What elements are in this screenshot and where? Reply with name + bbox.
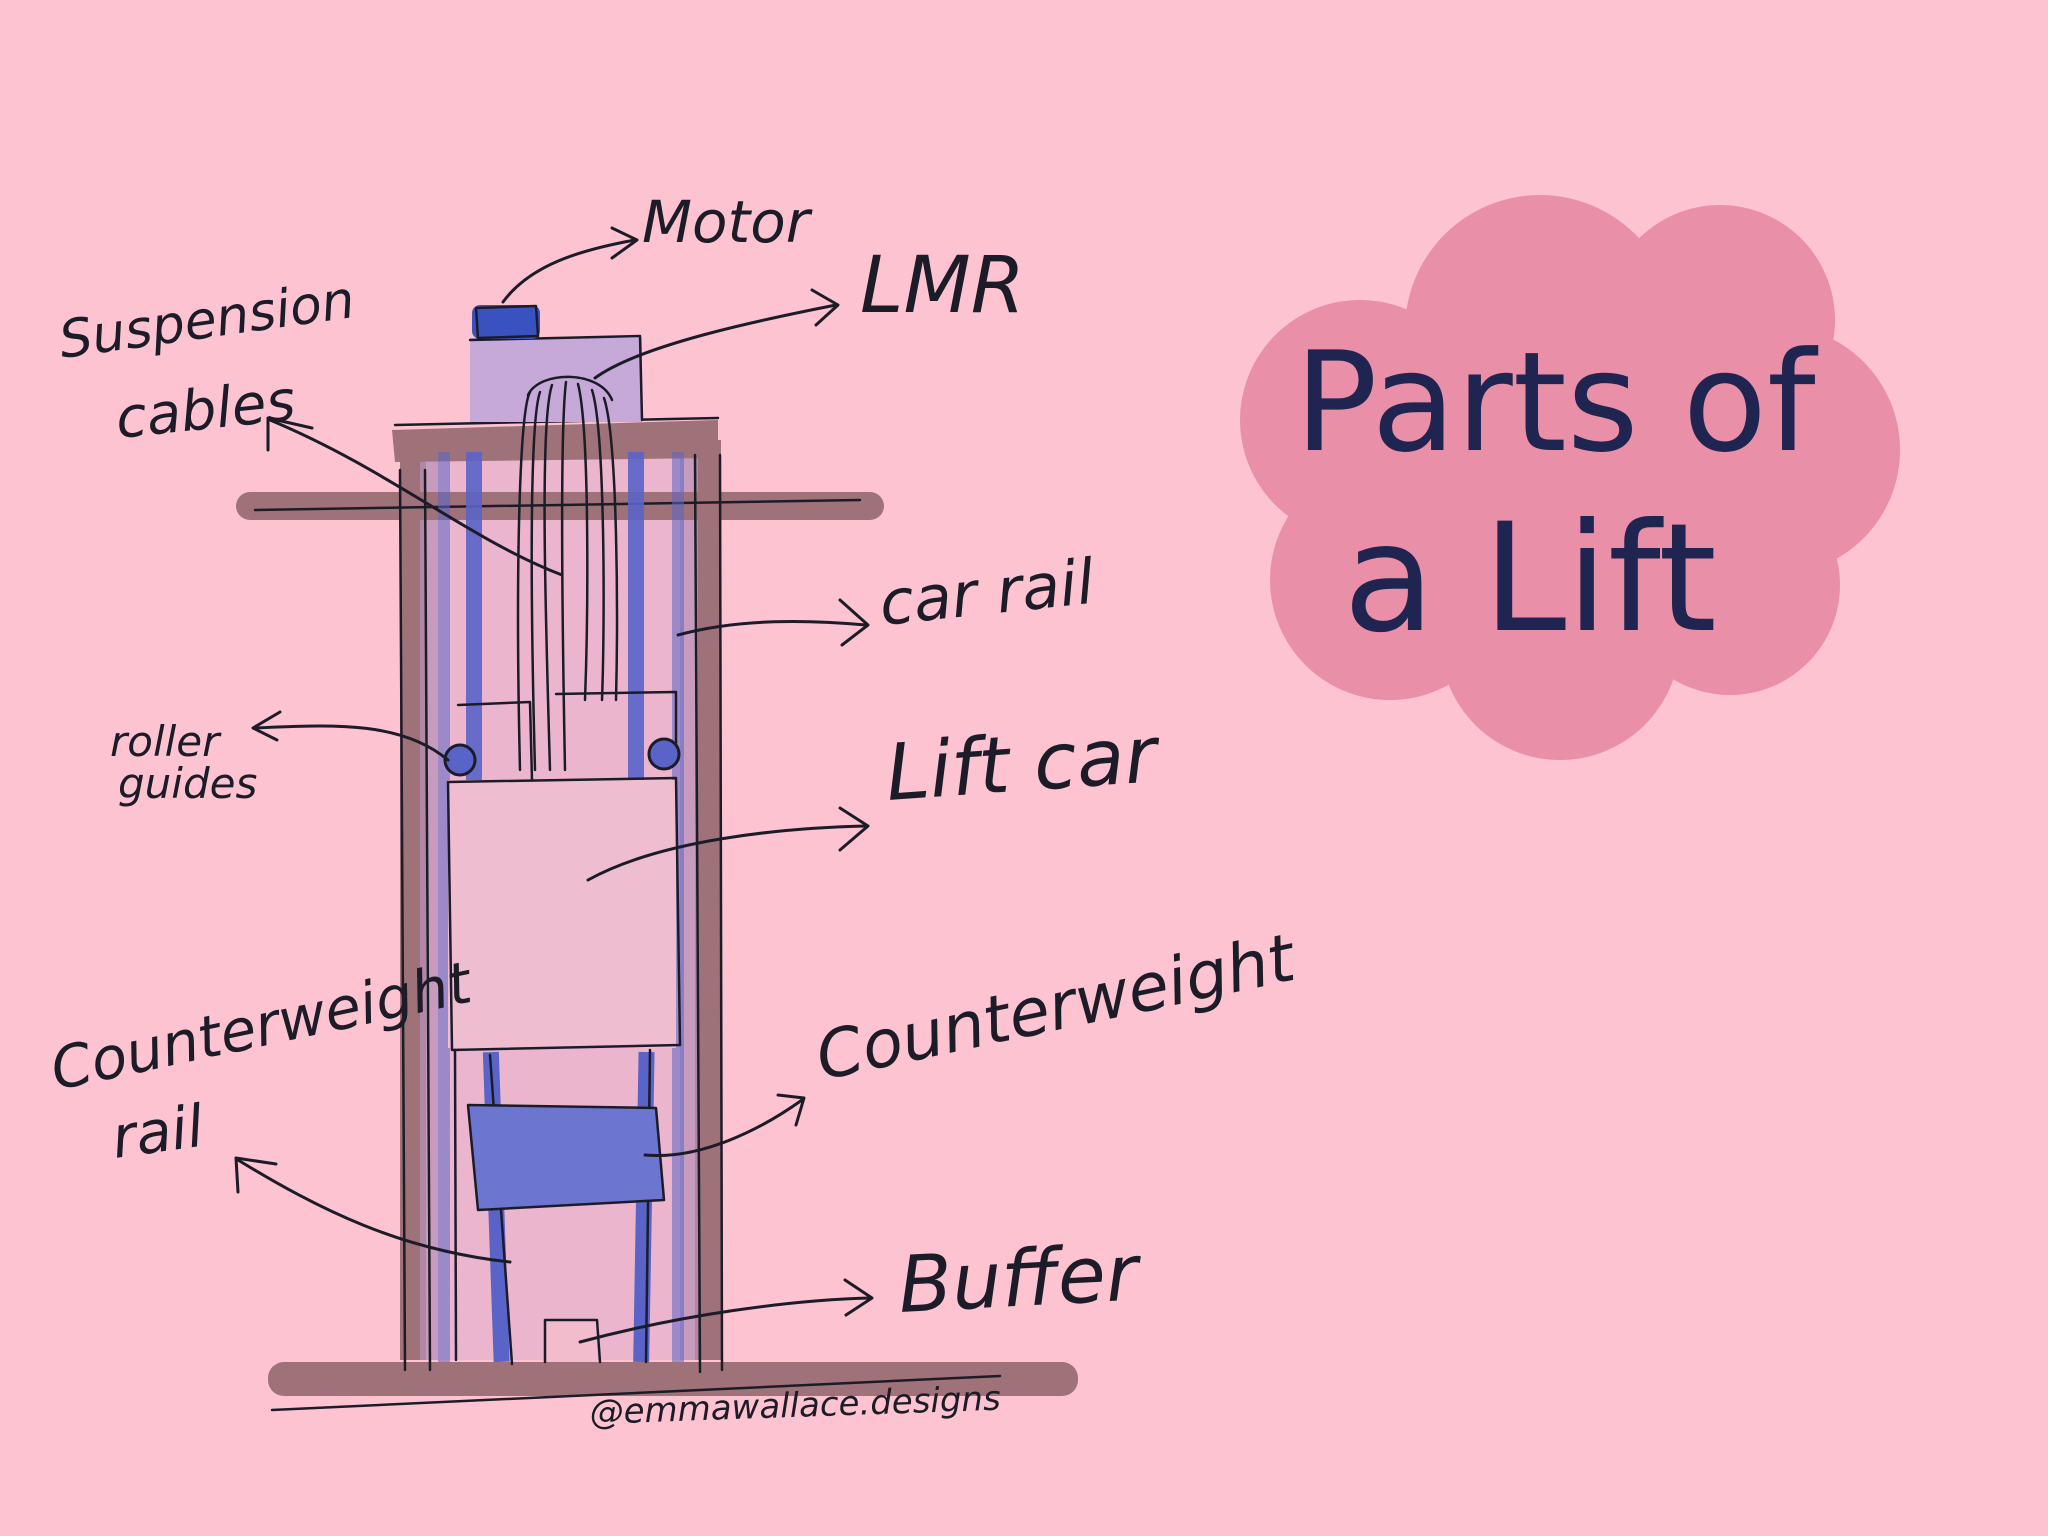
- counterweight-arrow: [643, 1098, 804, 1158]
- roller-guide-left: [443, 743, 477, 777]
- label-counterweight: Counterweight: [809, 919, 1303, 1096]
- lift-car-body: [448, 780, 676, 1048]
- car-rail-right: [628, 452, 644, 782]
- car-sling: [443, 690, 681, 782]
- label-motor: Motor: [642, 188, 813, 256]
- machine-room-box: [470, 338, 642, 422]
- roller-guide-right: [647, 737, 681, 771]
- annotation-arrows: [234, 226, 874, 1344]
- label-car-rail: car rail: [876, 545, 1098, 640]
- lift-car-arrow: [586, 824, 868, 882]
- pit-floor: [268, 1362, 1078, 1396]
- suspension-cables-arrow: [268, 418, 564, 577]
- roller-guides-arrow: [253, 724, 450, 762]
- counterweight-block: [468, 1105, 664, 1210]
- machine-room: [468, 304, 644, 422]
- car-rail-arrow: [676, 619, 868, 637]
- label-buffer: Buffer: [896, 1228, 1145, 1331]
- counterweight: [466, 1103, 666, 1212]
- label-counterweight-rail-2: rail: [107, 1092, 207, 1172]
- label-suspension-cables-1: Suspension: [55, 270, 358, 371]
- suspension-cables: [516, 375, 619, 772]
- label-lift-car: Lift car: [883, 710, 1164, 819]
- label-suspension-cables-2: cables: [113, 368, 299, 451]
- title-cloud: Parts of a Lift: [1240, 195, 1900, 760]
- label-roller-guides-1: roller: [110, 717, 222, 766]
- lmr-arrow: [593, 303, 838, 380]
- buffer-arrow: [578, 1296, 872, 1344]
- label-roller-guides-2: guides: [118, 759, 257, 808]
- motor-arrow: [501, 238, 637, 304]
- counterweight-rail-arrow: [236, 1158, 512, 1264]
- buffer: [543, 1318, 602, 1364]
- car-rail-left: [466, 452, 482, 782]
- motor: [472, 305, 540, 339]
- label-lmr: LMR: [860, 241, 1025, 331]
- title-line-2: a Lift: [1343, 492, 1717, 666]
- lift-car: [446, 776, 682, 1052]
- title-line-1: Parts of: [1294, 322, 1819, 483]
